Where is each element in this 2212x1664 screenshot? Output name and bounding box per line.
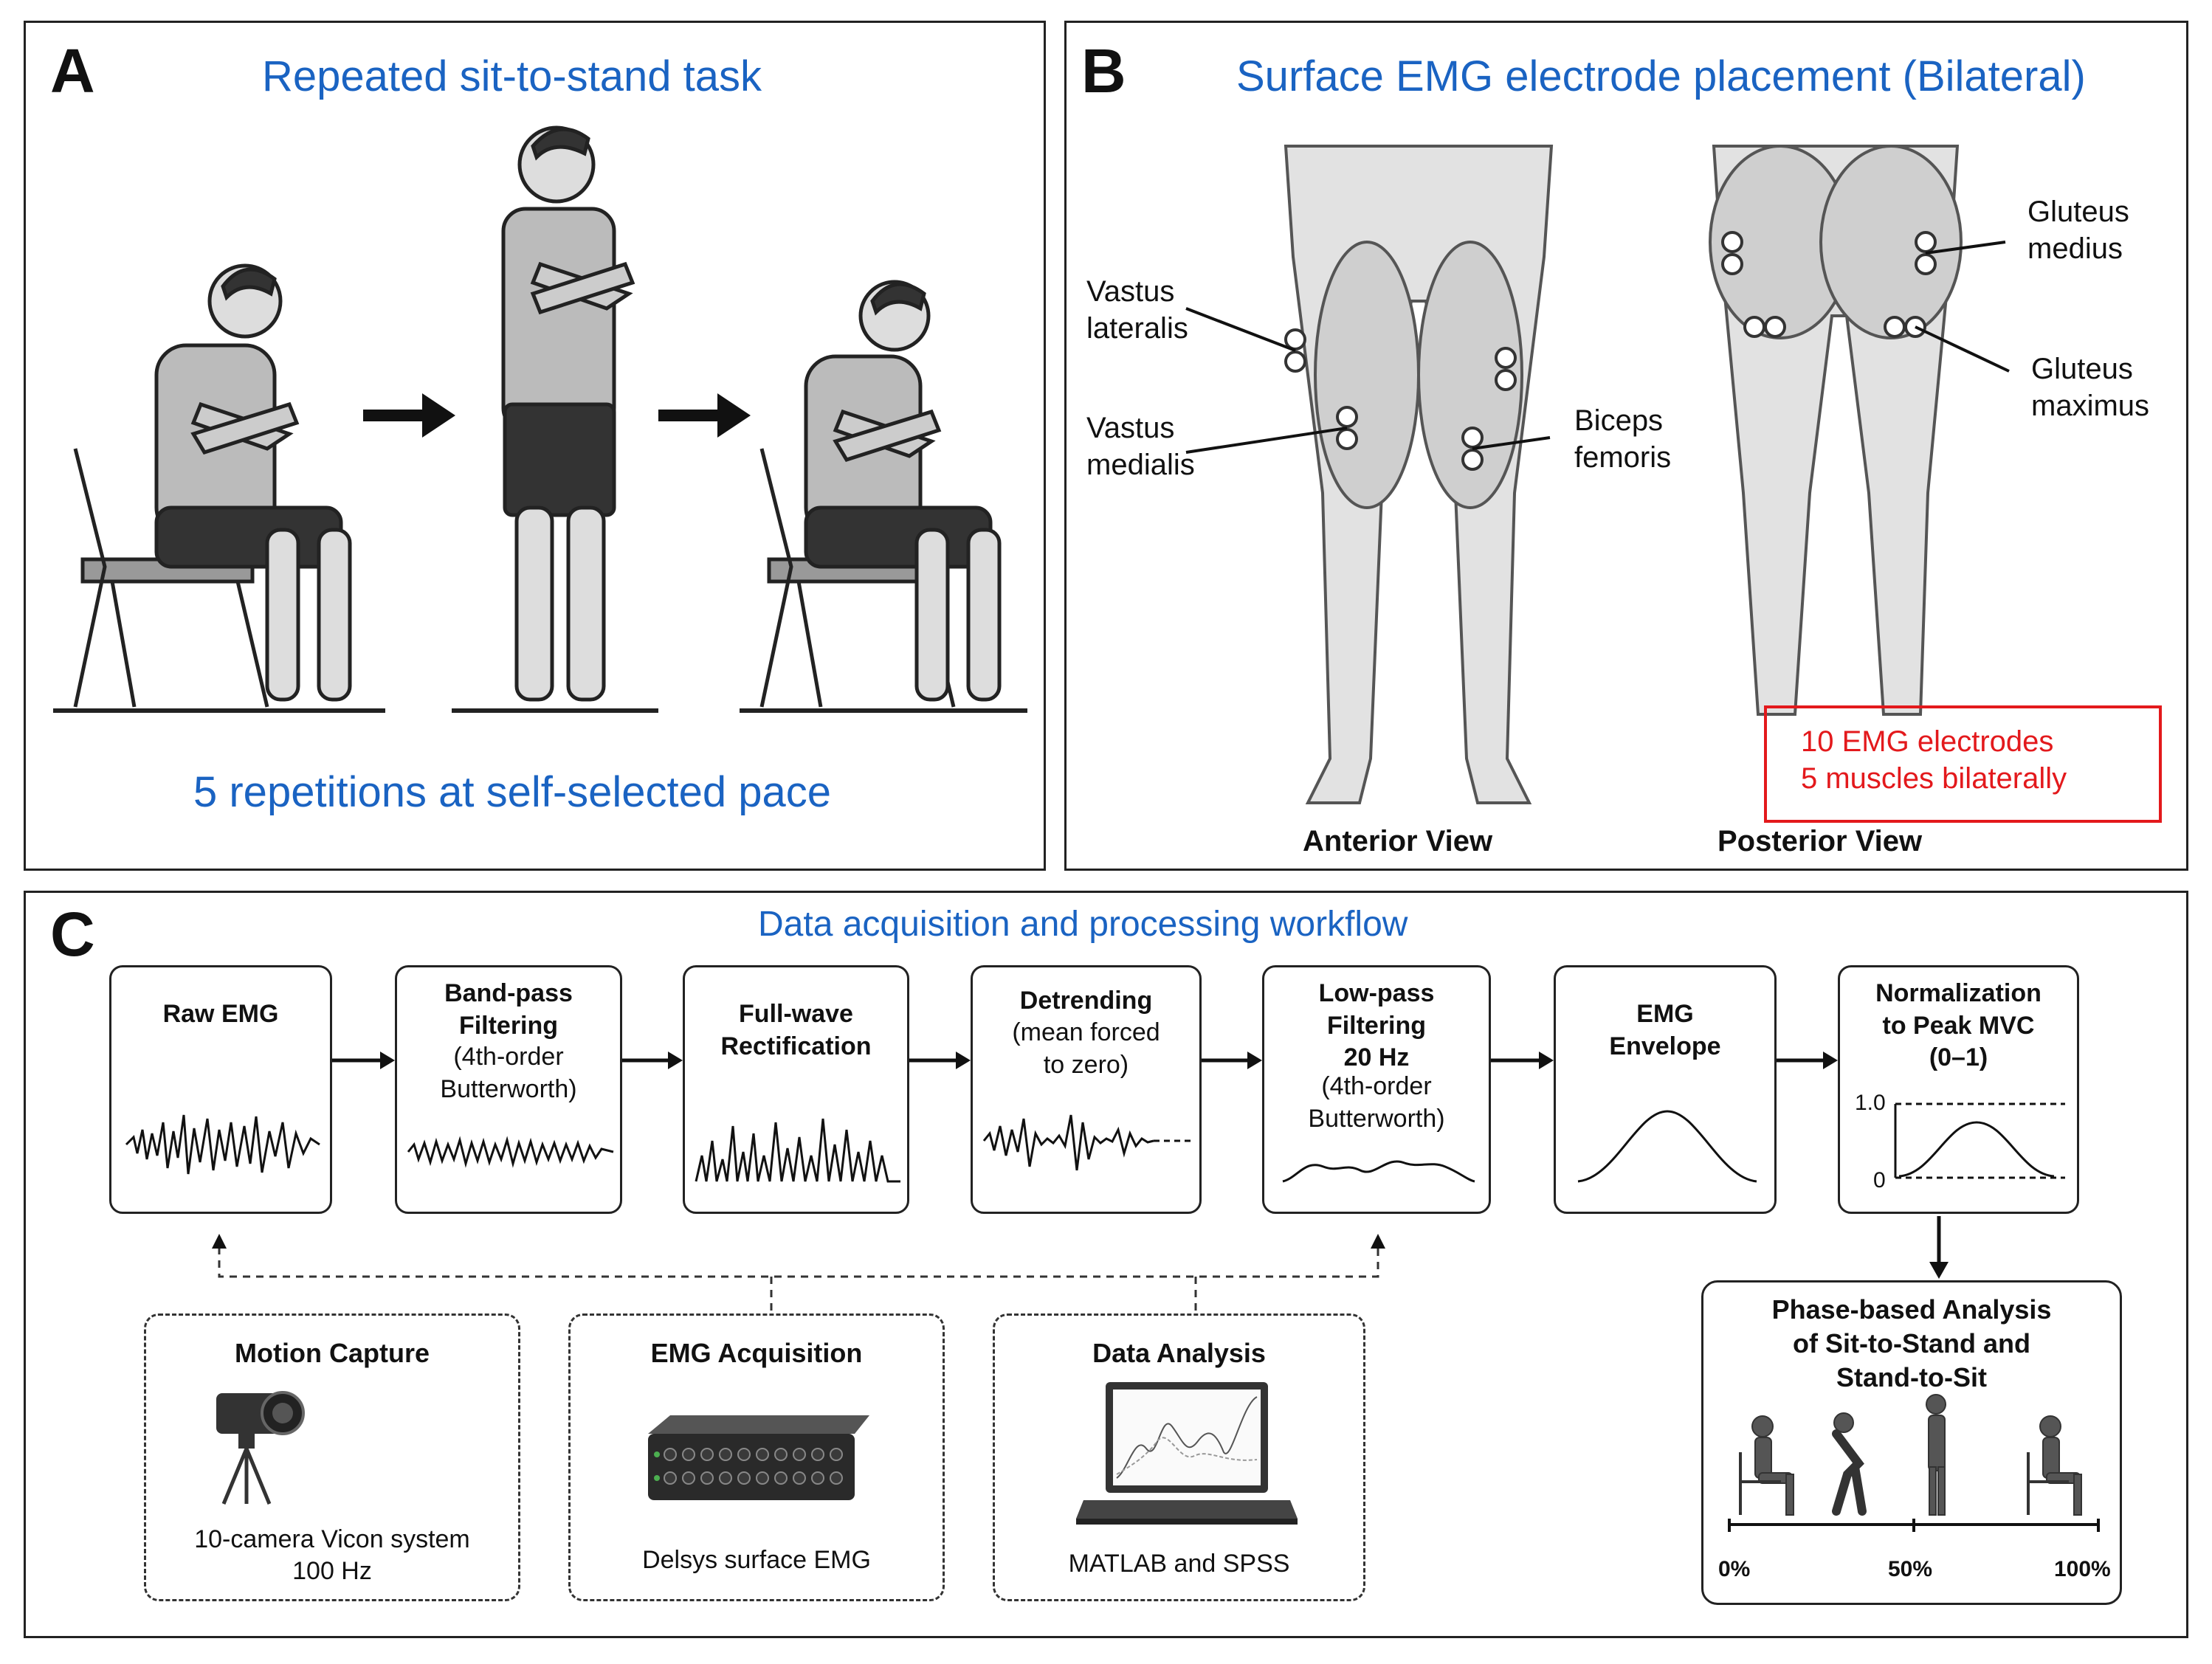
tool-subtitle: MATLAB and SPSS [1068, 1550, 1290, 1578]
step-raw-emg: Raw EMG [109, 965, 332, 1214]
raw-emg-signal-icon [125, 1114, 320, 1175]
phase-tick-50: 50% [1888, 1557, 1933, 1581]
panel-a-letter: A [50, 36, 95, 106]
tool-data-analysis: Data Analysis MATLAB and SPSS [993, 1313, 1365, 1601]
step-title: Low-pass Filtering 20 Hz [1318, 979, 1435, 1072]
filtered-signal-icon [407, 1136, 614, 1168]
step-envelope: EMG Envelope [1554, 965, 1777, 1214]
panel-b-title: Surface EMG electrode placement (Bilater… [1236, 52, 2086, 100]
step-title: Band-pass Filtering [444, 979, 573, 1040]
step-title: Detrending [1019, 987, 1153, 1015]
tool-title: EMG Acquisition [650, 1338, 863, 1368]
person-sitting-figure [73, 263, 352, 708]
step-low-pass: Low-pass Filtering 20 Hz (4th-order Butt… [1262, 965, 1491, 1214]
rectified-signal-icon [695, 1118, 900, 1183]
person-standing-figure [501, 125, 635, 702]
label-vastus-medialis: Vastus medialis [1086, 412, 1195, 481]
step-subtitle: (4th-order Butterworth) [440, 1043, 577, 1103]
lowpass-signal-icon [1282, 1160, 1475, 1183]
panel-b [1064, 21, 2188, 871]
step-detrending: Detrending (mean forced to zero) [971, 965, 1202, 1214]
norm-axis-bottom: 0 [1873, 1168, 1886, 1192]
electrode-note-box [1764, 705, 2162, 823]
electrode-note-line1: 10 EMG electrodes [1801, 725, 2054, 758]
panel-c-title: Data acquisition and processing workflow [758, 905, 1408, 944]
phase-tick-0: 0% [1718, 1557, 1751, 1581]
step-band-pass: Band-pass Filtering (4th-order Butterwor… [395, 965, 622, 1214]
phase-tick-100: 100% [2054, 1557, 2111, 1581]
leg-anatomy-illustration [1185, 145, 2162, 823]
step-subtitle: (4th-order Butterworth) [1308, 1072, 1445, 1133]
step-subtitle: (mean forced to zero) [1012, 1018, 1160, 1079]
label-gluteus-maximus: Gluteus maximus [2031, 353, 2150, 422]
detrended-signal-icon [982, 1114, 1193, 1171]
norm-axis-top: 1.0 [1855, 1091, 1886, 1115]
label-gluteus-medius: Gluteus medius [2027, 196, 2129, 265]
phase-figures [1729, 1394, 2098, 1526]
tool-subtitle: Delsys surface EMG [642, 1546, 871, 1574]
panel-a-caption: 5 repetitions at self-selected pace [193, 768, 832, 816]
label-vastus-lateralis: Vastus lateralis [1086, 275, 1188, 345]
camera-icon [216, 1391, 305, 1505]
phase-axis-ticks [1728, 1519, 2100, 1532]
step-normalization: Normalization to Peak MVC (0–1) 1.0 0 [1838, 965, 2079, 1214]
tool-title: Data Analysis [1092, 1338, 1266, 1368]
tool-emg-acquisition: EMG Acquisition Delsys surface EMG [568, 1313, 945, 1601]
anterior-legs [1284, 145, 1554, 804]
step-title: Normalization to Peak MVC (0–1) [1875, 979, 2042, 1072]
normalized-signal-icon [1894, 1102, 2065, 1179]
electrode-note-line2: 5 muscles bilaterally [1801, 762, 2067, 795]
laptop-icon [1076, 1382, 1298, 1525]
panel-b-letter: B [1081, 36, 1126, 106]
step-rectification: Full-wave Rectification [683, 965, 909, 1214]
person-sitting-figure [759, 280, 1002, 708]
tool-subtitle: 10-camera Vicon system 100 Hz [194, 1525, 470, 1585]
tool-title: Motion Capture [235, 1338, 430, 1368]
step-title: Full-wave Rectification [720, 1000, 872, 1060]
tool-motion-capture: Motion Capture 10-camera Vicon system 10… [144, 1313, 520, 1601]
step-title: EMG Envelope [1609, 1000, 1721, 1060]
emg-device-icon [648, 1415, 869, 1500]
phase-analysis-box: Phase-based Analysis of Sit-to-Stand and… [1701, 1280, 2122, 1605]
envelope-signal-icon [1577, 1110, 1757, 1183]
phase-title: Phase-based Analysis of Sit-to-Stand and… [1771, 1294, 2052, 1393]
step-title: Raw EMG [162, 1000, 279, 1028]
panel-c-letter: C [50, 900, 95, 969]
posterior-legs [1709, 145, 1963, 716]
panel-a-title: Repeated sit-to-stand task [262, 52, 762, 100]
anterior-view-label: Anterior View [1303, 825, 1493, 857]
label-biceps-femoris: Biceps femoris [1574, 404, 1672, 474]
sit-to-stand-illustration [53, 125, 1027, 713]
posterior-view-label: Posterior View [1717, 825, 1923, 857]
progress-arrow [363, 393, 751, 438]
